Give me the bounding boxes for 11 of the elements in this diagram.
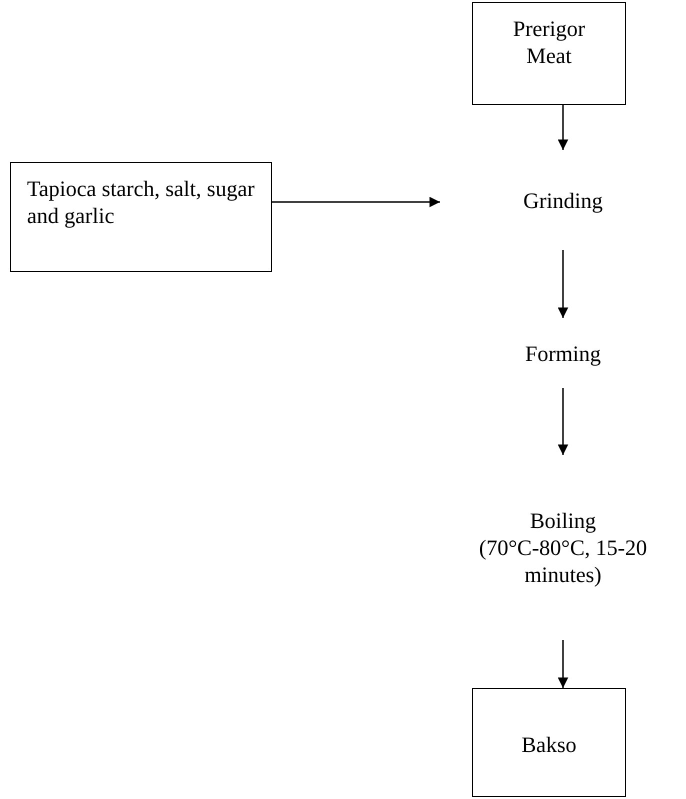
process-box: Prerigor Meat [472, 2, 626, 105]
step-label: Forming [440, 318, 686, 388]
process-box: Bakso [472, 688, 626, 797]
step-label: Boiling (70°C-80°C, 15-20 minutes) [440, 455, 686, 640]
arrow [272, 196, 440, 208]
arrow [558, 250, 568, 318]
arrow [558, 388, 568, 455]
step-label: Grinding [440, 150, 686, 250]
arrow [558, 105, 568, 150]
arrow [558, 640, 568, 688]
process-box: Tapioca starch, salt, sugar and garlic [10, 162, 272, 272]
